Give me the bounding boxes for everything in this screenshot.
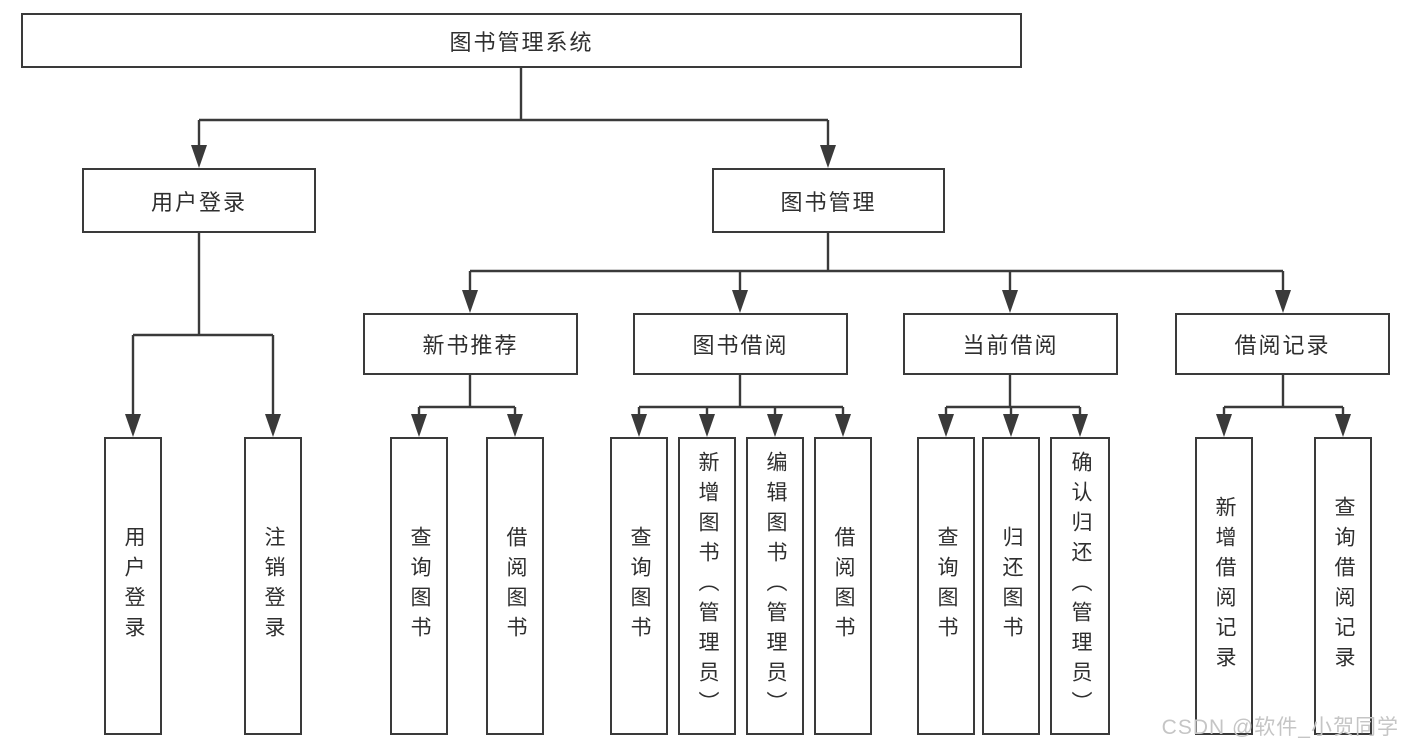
arrow-down-icon — [1003, 414, 1019, 437]
arrow-down-icon — [507, 414, 523, 437]
arrow-down-icon — [411, 414, 427, 437]
node-user-login: 用户登录 — [82, 168, 316, 233]
node-leaf-borrow-books-recommend: 借阅图书 — [486, 437, 544, 735]
arrow-down-icon — [938, 414, 954, 437]
node-leaf-borrow-books: 借阅图书 — [814, 437, 872, 735]
connector-edges — [131, 68, 1345, 420]
csdn-watermark: CSDN @软件_小贺同学 — [1161, 716, 1399, 739]
node-book-borrowing: 图书借阅 — [633, 313, 848, 375]
arrow-down-icon — [265, 414, 281, 437]
arrow-down-icon — [1072, 414, 1088, 437]
arrow-down-icon — [1002, 290, 1018, 313]
arrow-down-icon — [767, 414, 783, 437]
arrow-down-icon — [732, 290, 748, 313]
node-leaf-add-books-admin: 新增图书（管理员） — [678, 437, 736, 735]
arrow-down-icon — [462, 290, 478, 313]
arrow-down-icon — [631, 414, 647, 437]
arrow-down-icon — [1335, 414, 1351, 437]
arrow-down-icon — [191, 145, 207, 168]
node-leaf-logout: 注销登录 — [244, 437, 302, 735]
node-leaf-query-books-borrow: 查询图书 — [610, 437, 668, 735]
node-library-management-system: 图书管理系统 — [21, 13, 1022, 68]
node-leaf-edit-books-admin: 编辑图书（管理员） — [746, 437, 804, 735]
arrow-down-icon — [699, 414, 715, 437]
node-leaf-add-borrow-record: 新增借阅记录 — [1195, 437, 1253, 735]
node-borrowing-records: 借阅记录 — [1175, 313, 1390, 375]
node-leaf-query-books-recommend: 查询图书 — [390, 437, 448, 735]
node-leaf-query-books-current: 查询图书 — [917, 437, 975, 735]
arrow-down-icon — [125, 414, 141, 437]
node-leaf-confirm-return-admin: 确认归还（管理员） — [1050, 437, 1110, 735]
arrow-down-icon — [820, 145, 836, 168]
node-leaf-return-books: 归还图书 — [982, 437, 1040, 735]
node-leaf-query-borrow-record: 查询借阅记录 — [1314, 437, 1372, 735]
node-book-management: 图书管理 — [712, 168, 945, 233]
node-leaf-user-login: 用户登录 — [104, 437, 162, 735]
node-new-book-recommendation: 新书推荐 — [363, 313, 578, 375]
arrow-down-icon — [1275, 290, 1291, 313]
arrow-down-icon — [835, 414, 851, 437]
arrow-down-icon — [1216, 414, 1232, 437]
node-current-borrowing: 当前借阅 — [903, 313, 1118, 375]
